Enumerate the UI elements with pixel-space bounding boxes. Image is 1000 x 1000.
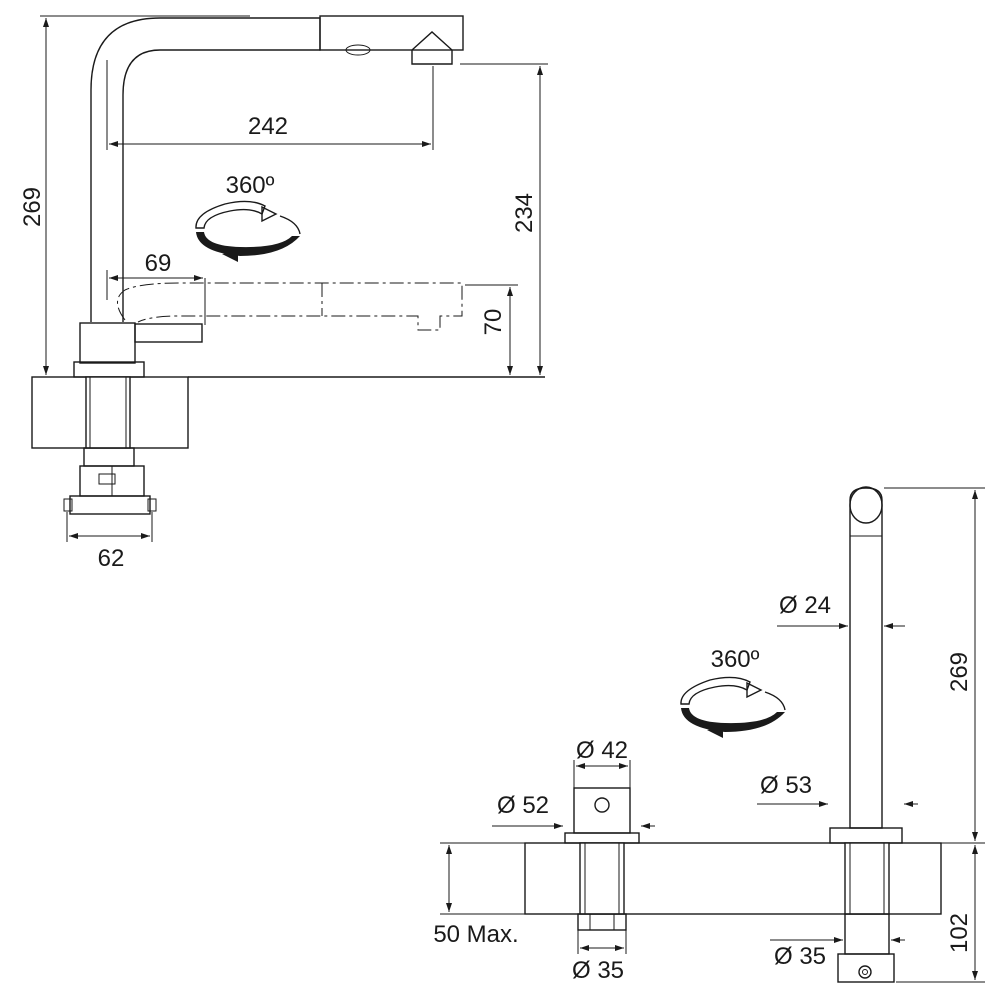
- dim-d53: Ø 53: [757, 772, 918, 807]
- front-button: [564, 787, 640, 931]
- dim-62-label: 62: [98, 545, 125, 572]
- side-view: 269 242 360º 69 234: [19, 15, 548, 572]
- dim-269-front-label: 269: [946, 652, 973, 692]
- dim-70: 70: [465, 284, 518, 375]
- dim-234: 234: [460, 63, 548, 375]
- dim-d35-right: Ø 35: [770, 937, 905, 970]
- front-view: Ø 24 360º 269 Ø 42 Ø 52: [433, 486, 985, 984]
- dim-d35-left: Ø 35: [572, 930, 627, 984]
- dim-d24-label: Ø 24: [779, 592, 831, 619]
- side-pulled-spout: [117, 282, 463, 331]
- dim-d52: Ø 52: [492, 792, 655, 829]
- dim-d42: Ø 42: [573, 737, 631, 788]
- dim-242-label: 242: [248, 113, 288, 140]
- front-rotation-icon: 360º: [680, 646, 786, 738]
- dim-d53-label: Ø 53: [760, 772, 812, 799]
- side-rotation-icon: 360º: [195, 172, 301, 262]
- side-faucet-body: [63, 15, 464, 515]
- dim-242: 242: [106, 60, 434, 150]
- dim-102-label: 102: [946, 913, 973, 953]
- dim-70-label: 70: [480, 309, 507, 336]
- dim-234-label: 234: [511, 193, 538, 233]
- front-countertop: [440, 842, 985, 915]
- dim-269-front: 269: [884, 487, 985, 841]
- dim-62: 62: [66, 512, 153, 572]
- dim-50max-label: 50 Max.: [433, 921, 518, 948]
- side-rotation-label: 360º: [226, 172, 275, 199]
- front-faucet: [829, 486, 903, 983]
- dim-102: 102: [896, 845, 985, 983]
- dim-269-side-label: 269: [19, 187, 46, 227]
- dim-50max: 50 Max.: [433, 845, 525, 948]
- dim-d52-label: Ø 52: [497, 792, 549, 819]
- dim-d42-label: Ø 42: [576, 737, 628, 764]
- dim-269-side: 269: [19, 15, 250, 375]
- dim-d24: Ø 24: [777, 592, 905, 629]
- dim-d35-right-label: Ø 35: [774, 943, 826, 970]
- front-rotation-label: 360º: [711, 646, 760, 673]
- dim-69: 69: [106, 250, 206, 325]
- dim-69-label: 69: [145, 250, 172, 277]
- dim-d35-left-label: Ø 35: [572, 957, 624, 984]
